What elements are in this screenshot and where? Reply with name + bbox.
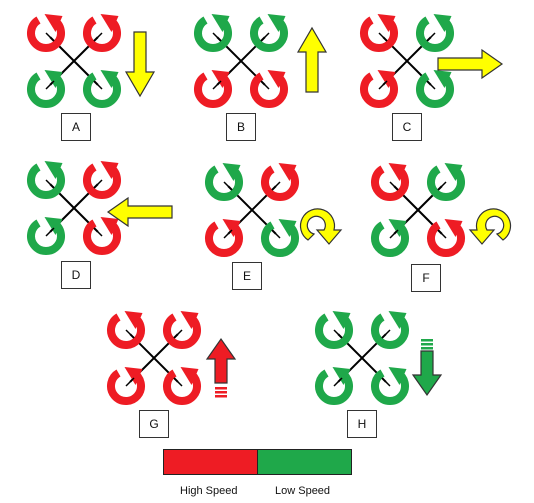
rotor-spoke [93, 32, 103, 42]
rotor-rear-right [261, 219, 299, 257]
rotor-spoke [45, 32, 55, 42]
rotor-spoke [389, 229, 399, 239]
rotor-front-left [360, 14, 398, 52]
rotor-spoke [389, 181, 399, 191]
rotor-front-left [371, 163, 409, 201]
rotor-spoke [173, 377, 183, 387]
rotor-spoke [125, 377, 135, 387]
right-arrow-icon [437, 48, 504, 80]
rotor-rear-left [371, 219, 409, 257]
rotor-front-left [27, 161, 65, 199]
rotor-front-right [371, 311, 409, 349]
counterclockwise-arrow-icon [468, 208, 512, 245]
rotor-spoke [333, 377, 343, 387]
rotor-rear-right [416, 70, 454, 108]
rotor-rear-left [107, 367, 145, 405]
rotor-rear-right [163, 367, 201, 405]
rotor-front-right [250, 14, 288, 52]
rotor-spoke [437, 181, 447, 191]
rotor-rear-left [315, 367, 353, 405]
rotor-rear-right [250, 70, 288, 108]
rotor-spoke [333, 329, 343, 339]
rotor-spoke [260, 80, 270, 90]
rotor-spoke [45, 227, 55, 237]
rotor-front-right [83, 14, 121, 52]
panel-a [27, 14, 156, 108]
rotor-spoke [93, 227, 103, 237]
label-b: B [226, 113, 256, 141]
legend-high-label: High Speed [180, 485, 238, 497]
rotor-rear-right [371, 367, 409, 405]
rotor-spoke [381, 377, 391, 387]
label-g: G [139, 410, 169, 438]
rotor-spoke [223, 229, 233, 239]
rotor-rear-right [83, 70, 121, 108]
rotor-spoke [173, 329, 183, 339]
rotor-spoke [212, 80, 222, 90]
rotor-rear-left [360, 70, 398, 108]
panel-c [360, 14, 504, 108]
rotor-front-left [194, 14, 232, 52]
rotor-front-left [205, 163, 243, 201]
legend-low-swatch [257, 449, 352, 475]
rotor-front-right [261, 163, 299, 201]
rotor-front-right [163, 311, 201, 349]
label-a: A [61, 113, 91, 141]
rotor-spoke [378, 80, 388, 90]
rotor-spoke [437, 229, 447, 239]
rotor-spoke [223, 181, 233, 191]
panel-h [315, 311, 443, 405]
rotor-spoke [271, 181, 281, 191]
left-arrow-icon [106, 196, 173, 228]
panel-g [107, 311, 237, 405]
rotor-spoke [93, 80, 103, 90]
up-arrow-icon [296, 26, 328, 93]
rotor-spoke [426, 32, 436, 42]
rotor-rear-right [83, 217, 121, 255]
up-throttle-arrow-icon [205, 337, 237, 398]
rotor-spoke [45, 80, 55, 90]
rotor-spoke [260, 32, 270, 42]
panel-e [205, 163, 343, 257]
label-d: D [61, 261, 91, 289]
rotor-spoke [212, 32, 222, 42]
rotor-rear-left [27, 217, 65, 255]
panel-d [27, 161, 173, 255]
rotor-spoke [426, 80, 436, 90]
rotor-front-left [27, 14, 65, 52]
rotor-rear-right [427, 219, 465, 257]
down-arrow-icon [124, 31, 156, 98]
label-e: E [232, 262, 262, 290]
rotor-spoke [271, 229, 281, 239]
label-c: C [392, 113, 422, 141]
rotor-rear-left [27, 70, 65, 108]
rotor-front-left [107, 311, 145, 349]
legend-low-label: Low Speed [275, 485, 331, 497]
label-f: F [411, 264, 441, 292]
rotor-spoke [378, 32, 388, 42]
rotor-spoke [381, 329, 391, 339]
rotor-front-left [315, 311, 353, 349]
rotor-front-right [83, 161, 121, 199]
legend-high-swatch [163, 449, 258, 475]
rotor-front-right [427, 163, 465, 201]
down-throttle-arrow-icon [411, 339, 443, 397]
label-h: H [347, 410, 377, 438]
panel-f [371, 163, 512, 257]
panel-b [194, 14, 328, 108]
rotor-spoke [93, 179, 103, 189]
rotor-spoke [45, 179, 55, 189]
clockwise-arrow-icon [299, 208, 343, 245]
rotor-rear-left [205, 219, 243, 257]
rotor-rear-left [194, 70, 232, 108]
rotor-front-right [416, 14, 454, 52]
rotor-spoke [125, 329, 135, 339]
